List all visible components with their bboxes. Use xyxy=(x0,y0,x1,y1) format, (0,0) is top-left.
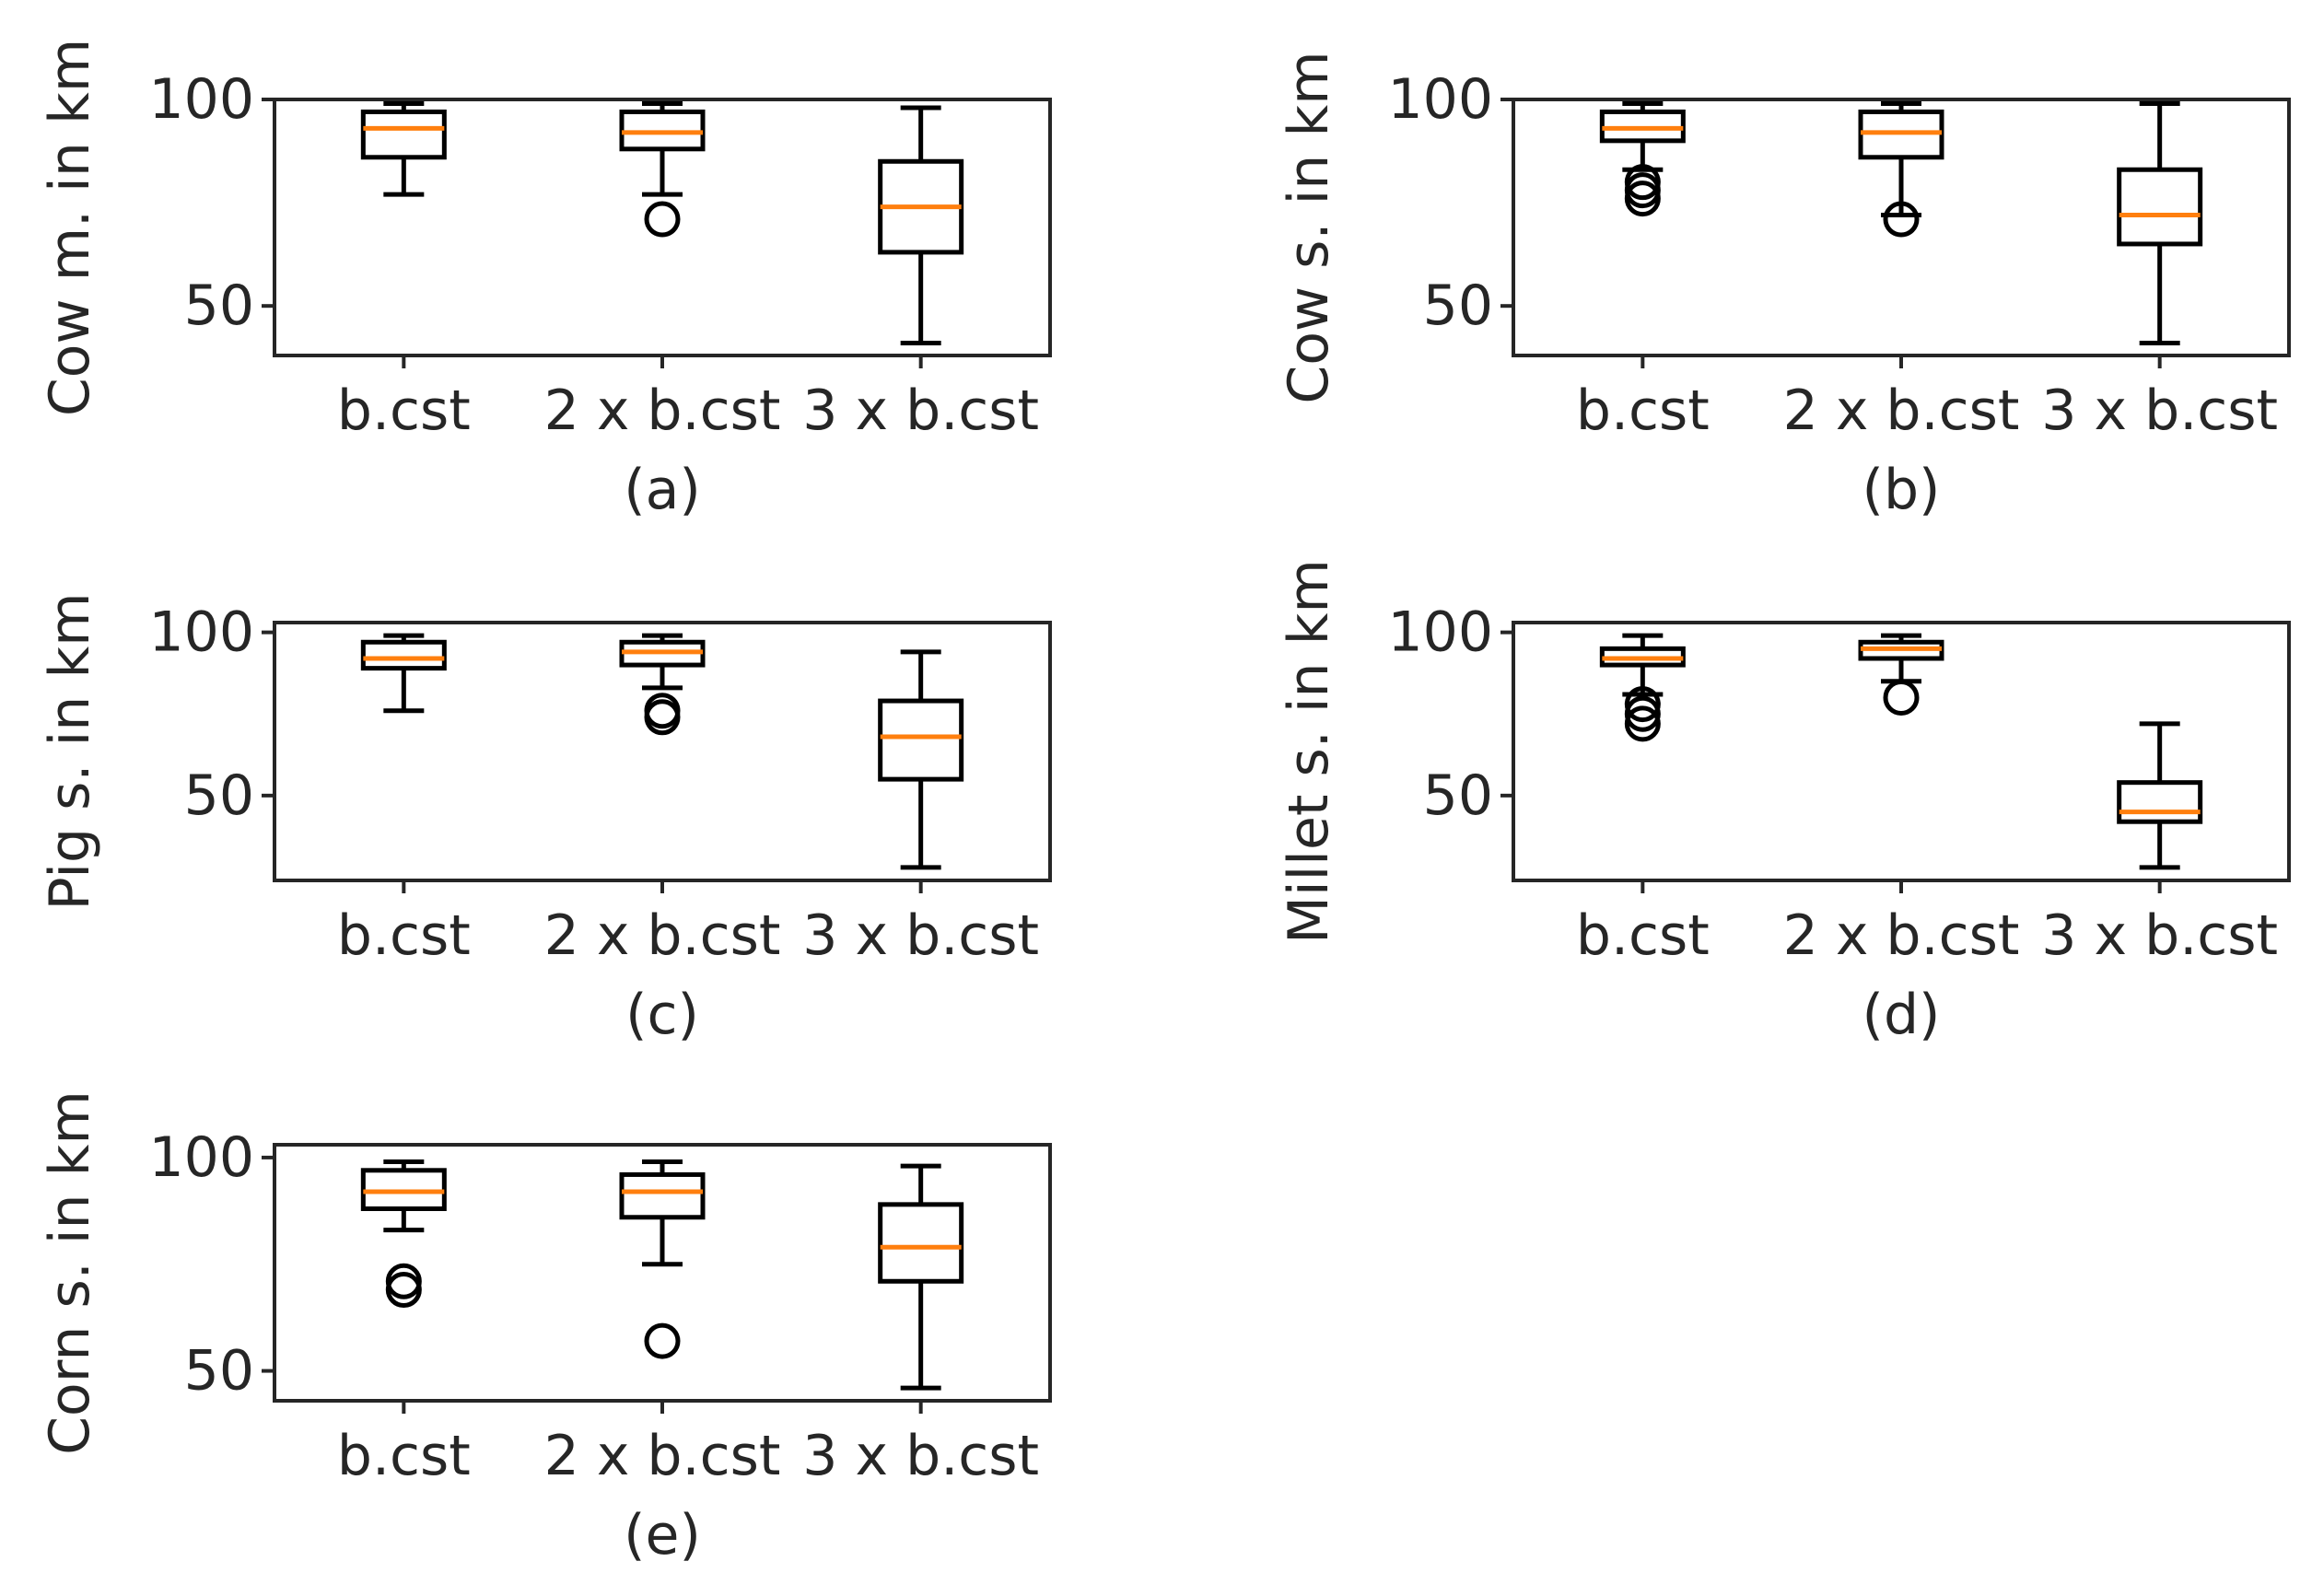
x-tick-label: b.cst xyxy=(337,379,471,443)
panel-caption: (b) xyxy=(1862,458,1941,522)
x-tick-label: 2 x b.cst xyxy=(1783,379,2020,443)
flier-point xyxy=(1624,181,1661,217)
box-0 xyxy=(1599,633,1686,742)
box-body xyxy=(878,698,964,782)
box-2 xyxy=(2117,721,2203,870)
axes-frame xyxy=(273,621,1052,882)
box-body xyxy=(360,109,447,160)
x-tick-label: 3 x b.cst xyxy=(802,379,1039,443)
panel-b: 50 100 b.cst 2 x b.cst 3 x b.cst Cow s. in km… xyxy=(1277,51,2291,522)
flier-point xyxy=(1624,686,1661,723)
x-tick-label: 2 x b.cst xyxy=(544,1424,781,1488)
box-0 xyxy=(360,633,447,714)
y-axis-label: Cow s. in km xyxy=(1277,51,1341,403)
y-tick-label: 50 xyxy=(1423,274,1493,338)
panel-c: 50 100 b.cst 2 x b.cst 3 x b.cst Pig s. in km… xyxy=(38,592,1052,1047)
flier-point xyxy=(1624,705,1661,742)
box-1 xyxy=(1858,100,1944,238)
x-tick-label: 2 x b.cst xyxy=(544,379,781,443)
box-body xyxy=(619,1171,706,1220)
x-tick-label: b.cst xyxy=(337,1424,471,1488)
box-0 xyxy=(360,1159,447,1309)
panel-a: 50 100 b.cst 2 x b.cst 3 x b.cst Cow m. in km… xyxy=(38,39,1052,522)
y-tick-label: 50 xyxy=(184,274,254,338)
panel-caption: (e) xyxy=(624,1503,701,1567)
flier-point xyxy=(1624,695,1661,732)
box-1 xyxy=(619,1159,706,1359)
y-tick-label: 50 xyxy=(184,763,254,828)
box-2 xyxy=(2117,100,2203,346)
y-tick-label: 50 xyxy=(184,1339,254,1404)
y-axis-label: Pig s. in km xyxy=(38,592,102,910)
x-tick-label: 3 x b.cst xyxy=(802,903,1039,968)
x-tick-label: 2 x b.cst xyxy=(544,903,781,968)
box-2 xyxy=(878,105,964,346)
box-body xyxy=(2117,780,2203,824)
box-body xyxy=(2117,167,2203,247)
x-tick-label: 3 x b.cst xyxy=(2041,379,2278,443)
x-tick-label: 3 x b.cst xyxy=(2041,903,2278,968)
box-0 xyxy=(360,100,447,197)
box-2 xyxy=(878,649,964,870)
y-tick-label: 100 xyxy=(148,1125,254,1190)
y-tick-label: 100 xyxy=(1387,600,1493,665)
y-axis-label: Millet s. in km xyxy=(1277,559,1341,944)
y-tick-label: 50 xyxy=(1423,763,1493,828)
box-1 xyxy=(619,633,706,736)
box-2 xyxy=(878,1163,964,1391)
flier-point xyxy=(644,1322,681,1359)
box-1 xyxy=(619,100,706,238)
y-axis-label: Cow m. in km xyxy=(38,39,102,416)
x-tick-label: b.cst xyxy=(1576,379,1710,443)
x-tick-label: 3 x b.cst xyxy=(802,1424,1039,1488)
x-tick-label: b.cst xyxy=(337,903,471,968)
y-tick-label: 100 xyxy=(1387,67,1493,132)
flier-point xyxy=(644,201,681,238)
panel-d: 50 100 b.cst 2 x b.cst 3 x b.cst Millet s. in… xyxy=(1277,559,2291,1047)
x-tick-label: 2 x b.cst xyxy=(1783,903,2020,968)
box-1 xyxy=(1858,633,1944,716)
y-tick-label: 100 xyxy=(148,67,254,132)
flier-point xyxy=(1883,680,1920,716)
x-tick-label: b.cst xyxy=(1576,903,1710,968)
axes-frame xyxy=(1512,98,2291,357)
flier-point xyxy=(644,699,681,736)
y-tick-label: 100 xyxy=(148,600,254,665)
panel-caption: (d) xyxy=(1862,983,1941,1047)
panel-e: 50 100 b.cst 2 x b.cst 3 x b.cst Corn s. in k… xyxy=(38,1090,1052,1567)
box-0 xyxy=(1599,100,1686,217)
flier-point xyxy=(1883,201,1920,238)
axes-frame xyxy=(273,98,1052,357)
panel-caption: (a) xyxy=(624,458,701,522)
flier-point xyxy=(385,1272,422,1309)
y-axis-label: Corn s. in km xyxy=(38,1090,102,1455)
box-body xyxy=(360,639,447,671)
panel-caption: (c) xyxy=(625,983,699,1047)
box-body xyxy=(878,1202,964,1284)
